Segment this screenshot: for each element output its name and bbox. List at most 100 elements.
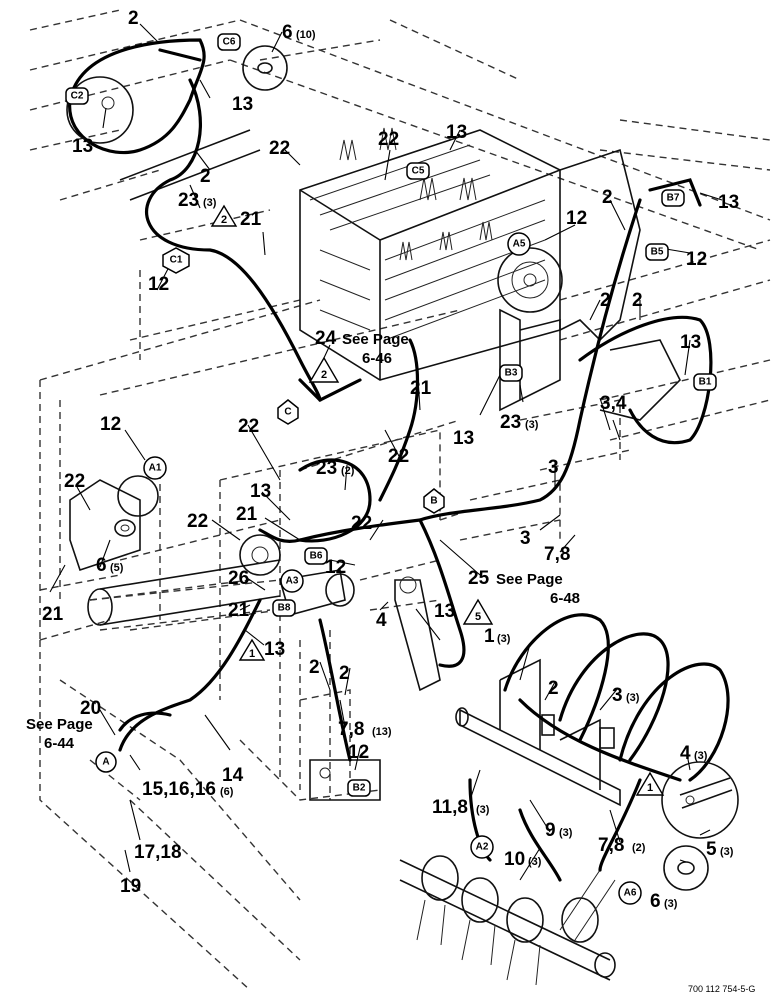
callout-15-16: 15,16,16 — [142, 779, 216, 800]
svg-text:C2: C2 — [71, 91, 84, 102]
callout-12: 12 — [325, 557, 346, 578]
callout-21: 21 — [240, 209, 262, 230]
callout-qty: (3) — [664, 898, 678, 910]
callout-qty: (13) — [372, 726, 392, 738]
callout-qty: (3) — [559, 827, 573, 839]
see-page-number: 6-44 — [44, 735, 75, 752]
callout-qty: (3) — [525, 419, 539, 431]
svg-text:A3: A3 — [286, 576, 299, 587]
callout-26: 26 — [228, 568, 249, 589]
connector-b: B — [423, 488, 445, 514]
wire-harness — [68, 38, 730, 882]
callout-23: 23 — [316, 458, 337, 479]
callout-13: 13 — [680, 332, 701, 353]
callout-13: 13 — [453, 428, 474, 449]
callout-qty: (3) — [720, 846, 734, 858]
callout-25: 25 — [468, 568, 490, 589]
note-triangle-5: 5 — [462, 598, 494, 625]
svg-text:C6: C6 — [223, 37, 236, 48]
connector-b6: B6 — [304, 547, 328, 565]
svg-text:B1: B1 — [699, 377, 712, 388]
callout-qty: (5) — [110, 562, 124, 574]
callout-12: 12 — [566, 208, 587, 229]
callout-12: 12 — [348, 742, 369, 763]
connector-b7: B7 — [661, 189, 685, 207]
callout-22: 22 — [269, 138, 290, 159]
callout-4: 4 — [376, 610, 387, 631]
callout-21: 21 — [236, 504, 258, 525]
callout-7-8: 7,8 — [338, 719, 364, 740]
callout-13: 13 — [446, 122, 467, 143]
callout-23: 23 — [500, 412, 521, 433]
see-page-number: 6-46 — [362, 350, 392, 367]
callout-10: 10 — [504, 849, 525, 870]
callout-3: 3 — [548, 457, 559, 478]
see-page-number: 6-48 — [550, 590, 580, 607]
document-number: 700 112 754-5-G — [688, 984, 755, 994]
see-page-note: See Page — [342, 331, 409, 348]
callout-19: 19 — [120, 876, 141, 897]
callout-6: 6 — [282, 22, 293, 43]
svg-text:B: B — [430, 496, 437, 507]
svg-text:2: 2 — [321, 369, 327, 381]
svg-text:5: 5 — [475, 611, 481, 623]
callout-22: 22 — [64, 471, 85, 492]
callout-22: 22 — [238, 416, 259, 437]
callout-1: 1 — [484, 626, 495, 647]
callout-22: 22 — [388, 446, 409, 467]
callout-13: 13 — [232, 94, 253, 115]
svg-text:C5: C5 — [412, 166, 425, 177]
callout-qty: (10) — [296, 29, 316, 41]
callout-3: 3 — [520, 528, 531, 549]
callout-3: 3 — [612, 685, 623, 706]
connector-b8: B8 — [272, 599, 296, 617]
callout-3-4: 3,4 — [600, 393, 627, 414]
callout-21: 21 — [228, 600, 250, 621]
callout-23: 23 — [178, 190, 199, 211]
note-triangle-1-left: 1 — [238, 638, 266, 661]
callout-5: 5 — [706, 839, 717, 860]
connector-a2: A2 — [470, 835, 494, 859]
connector-b5: B5 — [645, 243, 669, 261]
callout-labels: 2 6(10) 13 13 2 23(3) 21 12 22 22 13 2 1… — [42, 8, 739, 912]
connector-c6: C6 — [217, 33, 241, 51]
callout-2: 2 — [632, 290, 643, 311]
svg-text:1: 1 — [249, 648, 255, 660]
callout-qty: (2) — [341, 465, 355, 477]
svg-text:A1: A1 — [149, 463, 162, 474]
connector-a3: A3 — [280, 569, 304, 593]
callout-2: 2 — [128, 8, 139, 29]
lower-machinery — [69, 479, 441, 801]
svg-text:B7: B7 — [667, 193, 680, 204]
callout-2: 2 — [602, 187, 613, 208]
callout-qty: (3) — [203, 197, 217, 209]
see-page-note: See Page — [496, 571, 563, 588]
callout-7-8: 7,8 — [598, 835, 624, 856]
callout-22: 22 — [378, 129, 399, 150]
connector-c5: C5 — [406, 162, 430, 180]
callout-2: 2 — [200, 166, 211, 187]
connector-a5: A5 — [507, 232, 531, 256]
svg-text:B2: B2 — [353, 783, 366, 794]
note-triangle-2-upper: 2 — [210, 204, 238, 227]
svg-text:B3: B3 — [505, 368, 518, 379]
callout-24: 24 — [315, 328, 337, 349]
callout-qty: (3) — [626, 692, 640, 704]
callout-2: 2 — [339, 663, 350, 684]
connector-a: A — [95, 751, 117, 773]
connector-c1: C1 — [162, 247, 190, 274]
leader-lines — [49, 23, 723, 881]
callout-6: 6 — [96, 555, 107, 576]
connector-a1: A1 — [143, 456, 167, 480]
svg-text:B5: B5 — [651, 247, 664, 258]
callout-9: 9 — [545, 820, 556, 841]
connector-b3: B3 — [499, 364, 523, 382]
callout-2: 2 — [309, 657, 320, 678]
callout-11-8: 11,8 — [432, 797, 468, 818]
callout-qty: (6) — [220, 786, 234, 798]
callout-2: 2 — [548, 678, 559, 699]
svg-text:A: A — [102, 757, 109, 768]
callout-13: 13 — [718, 192, 739, 213]
callout-13: 13 — [434, 601, 455, 622]
